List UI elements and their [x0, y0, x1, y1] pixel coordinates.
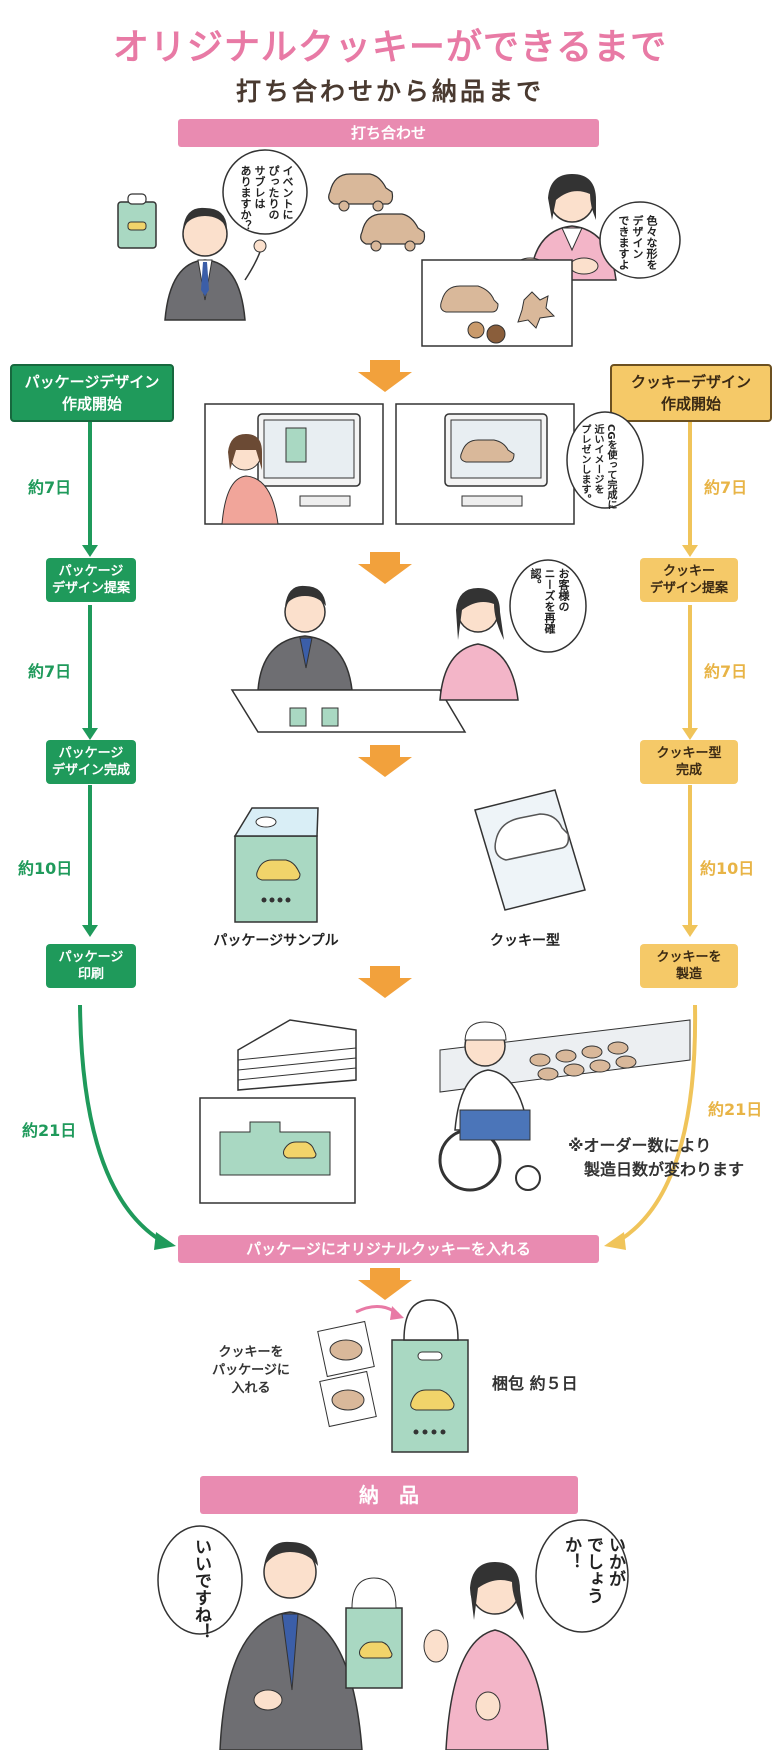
- meeting-scene: [117, 149, 681, 347]
- printed-sheets-icon: [237, 1019, 357, 1091]
- page-title: オリジナルクッキーができるまで: [112, 27, 668, 68]
- businessman-figure: [164, 207, 267, 321]
- cookie-duration-2: 約7日: [704, 662, 748, 681]
- package-duration-2: 約7日: [28, 662, 72, 681]
- cookie-mold-complete: クッキー型 完成: [640, 740, 738, 784]
- cookie-bag-icon: [391, 1299, 469, 1453]
- step-delivery-bar: 納 品: [200, 1476, 578, 1514]
- package-duration-1: 約7日: [28, 478, 72, 497]
- cookie-manufacture: クッキーを 製造: [640, 944, 738, 988]
- package-duration-3: 約10日: [18, 859, 73, 878]
- cookie-stack-icon: [317, 1320, 377, 1428]
- put-cookies-caption: クッキーを パッケージに 入れる: [212, 1345, 290, 1396]
- customer-question-bubble: イベントに ぴったりの サブレは ありますか？: [239, 165, 294, 231]
- staff-howis-bubble: いかが でしょうか！: [561, 1536, 625, 1604]
- cookie-mold-icon: [474, 789, 586, 911]
- package-sample-caption: パッケージサンプル: [213, 933, 339, 949]
- cookie-duration-3: 約10日: [700, 859, 755, 878]
- cg-present-bubble: CGを使って完成に 近いイメージを プレゼンします。: [579, 424, 616, 510]
- car-cookie-icon: [328, 173, 394, 212]
- cookie-mold-caption: クッキー型: [490, 933, 560, 949]
- cookie-design-proposal: クッキー デザイン提案: [640, 558, 738, 602]
- order-note: ※オーダー数により 製造日数が変わります: [568, 1136, 745, 1179]
- package-duration-4: 約21日: [22, 1121, 77, 1140]
- step-meeting-bar: 打ち合わせ: [178, 119, 599, 147]
- customer-nice-bubble: いいですね！: [191, 1538, 211, 1640]
- package-sample-icon: [233, 807, 319, 923]
- recheck-bubble: お客様の ニーズを再確認。: [529, 568, 570, 634]
- page-subtitle: 打ち合わせから納品まで: [235, 77, 544, 106]
- arrow-down-icon: [358, 1268, 412, 1300]
- arrow-down-icon: [358, 552, 412, 584]
- cookie-duration-1: 約7日: [704, 478, 748, 497]
- package-design-start: パッケージデザイン 作成開始: [10, 364, 174, 422]
- cookie-design-start: クッキーデザイン 作成開始: [610, 364, 772, 422]
- sample-bag-icon: [117, 193, 157, 249]
- package-design-complete: パッケージ デザイン完成: [46, 740, 136, 784]
- package-print: パッケージ 印刷: [46, 944, 136, 988]
- arrow-down-icon: [358, 966, 412, 998]
- arrow-down-icon: [358, 360, 412, 392]
- package-design-proposal: パッケージ デザイン提案: [46, 558, 136, 602]
- step-packing-bar: パッケージにオリジナルクッキーを入れる: [178, 1235, 599, 1263]
- packing-days: 梱包 約５日: [492, 1374, 578, 1393]
- arrow-down-icon: [358, 745, 412, 777]
- car-cookie-icon: [360, 213, 426, 252]
- staff-shapes-bubble: 色々な形を デザイン できますよ: [617, 215, 658, 270]
- cookie-duration-4: 約21日: [708, 1100, 763, 1119]
